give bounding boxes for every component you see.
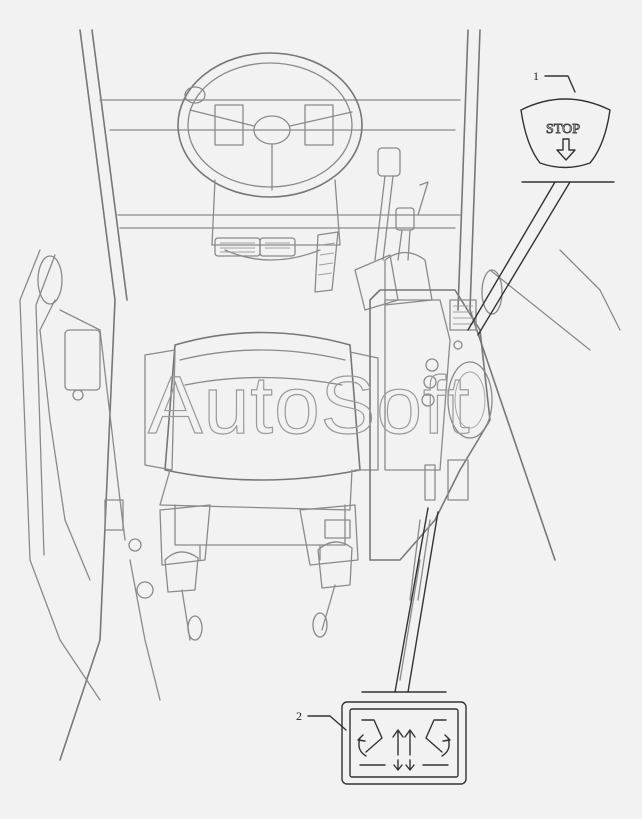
lever-decal-inner — [349, 708, 459, 778]
lever-decal-outer — [341, 701, 467, 785]
callout-number-1: 1 — [533, 69, 539, 83]
right-console — [369, 289, 493, 601]
pointer-lines-2 — [394, 507, 439, 693]
steering-wheel — [177, 52, 363, 261]
callout-number-2: 2 — [296, 709, 302, 723]
hydraulic-lever-arrows-icon — [357, 719, 451, 771]
cab-frame — [19, 29, 621, 761]
pedals — [214, 231, 339, 293]
callout-1: 1 STOP — [467, 69, 615, 336]
stop-decal-text: STOP — [546, 122, 580, 137]
stop-decal — [520, 98, 611, 169]
stop-arrow-down-icon — [556, 138, 576, 161]
levers — [354, 147, 433, 311]
left-cab-items — [64, 329, 154, 599]
control-arms — [159, 504, 359, 641]
leader-line-2 — [307, 715, 347, 731]
operator-seat — [144, 331, 379, 561]
callout-2: 2 — [296, 507, 467, 785]
watermark-text: AutoSoft — [148, 360, 471, 451]
pointer-lines-1 — [467, 181, 571, 336]
leader-line-1 — [544, 75, 576, 93]
